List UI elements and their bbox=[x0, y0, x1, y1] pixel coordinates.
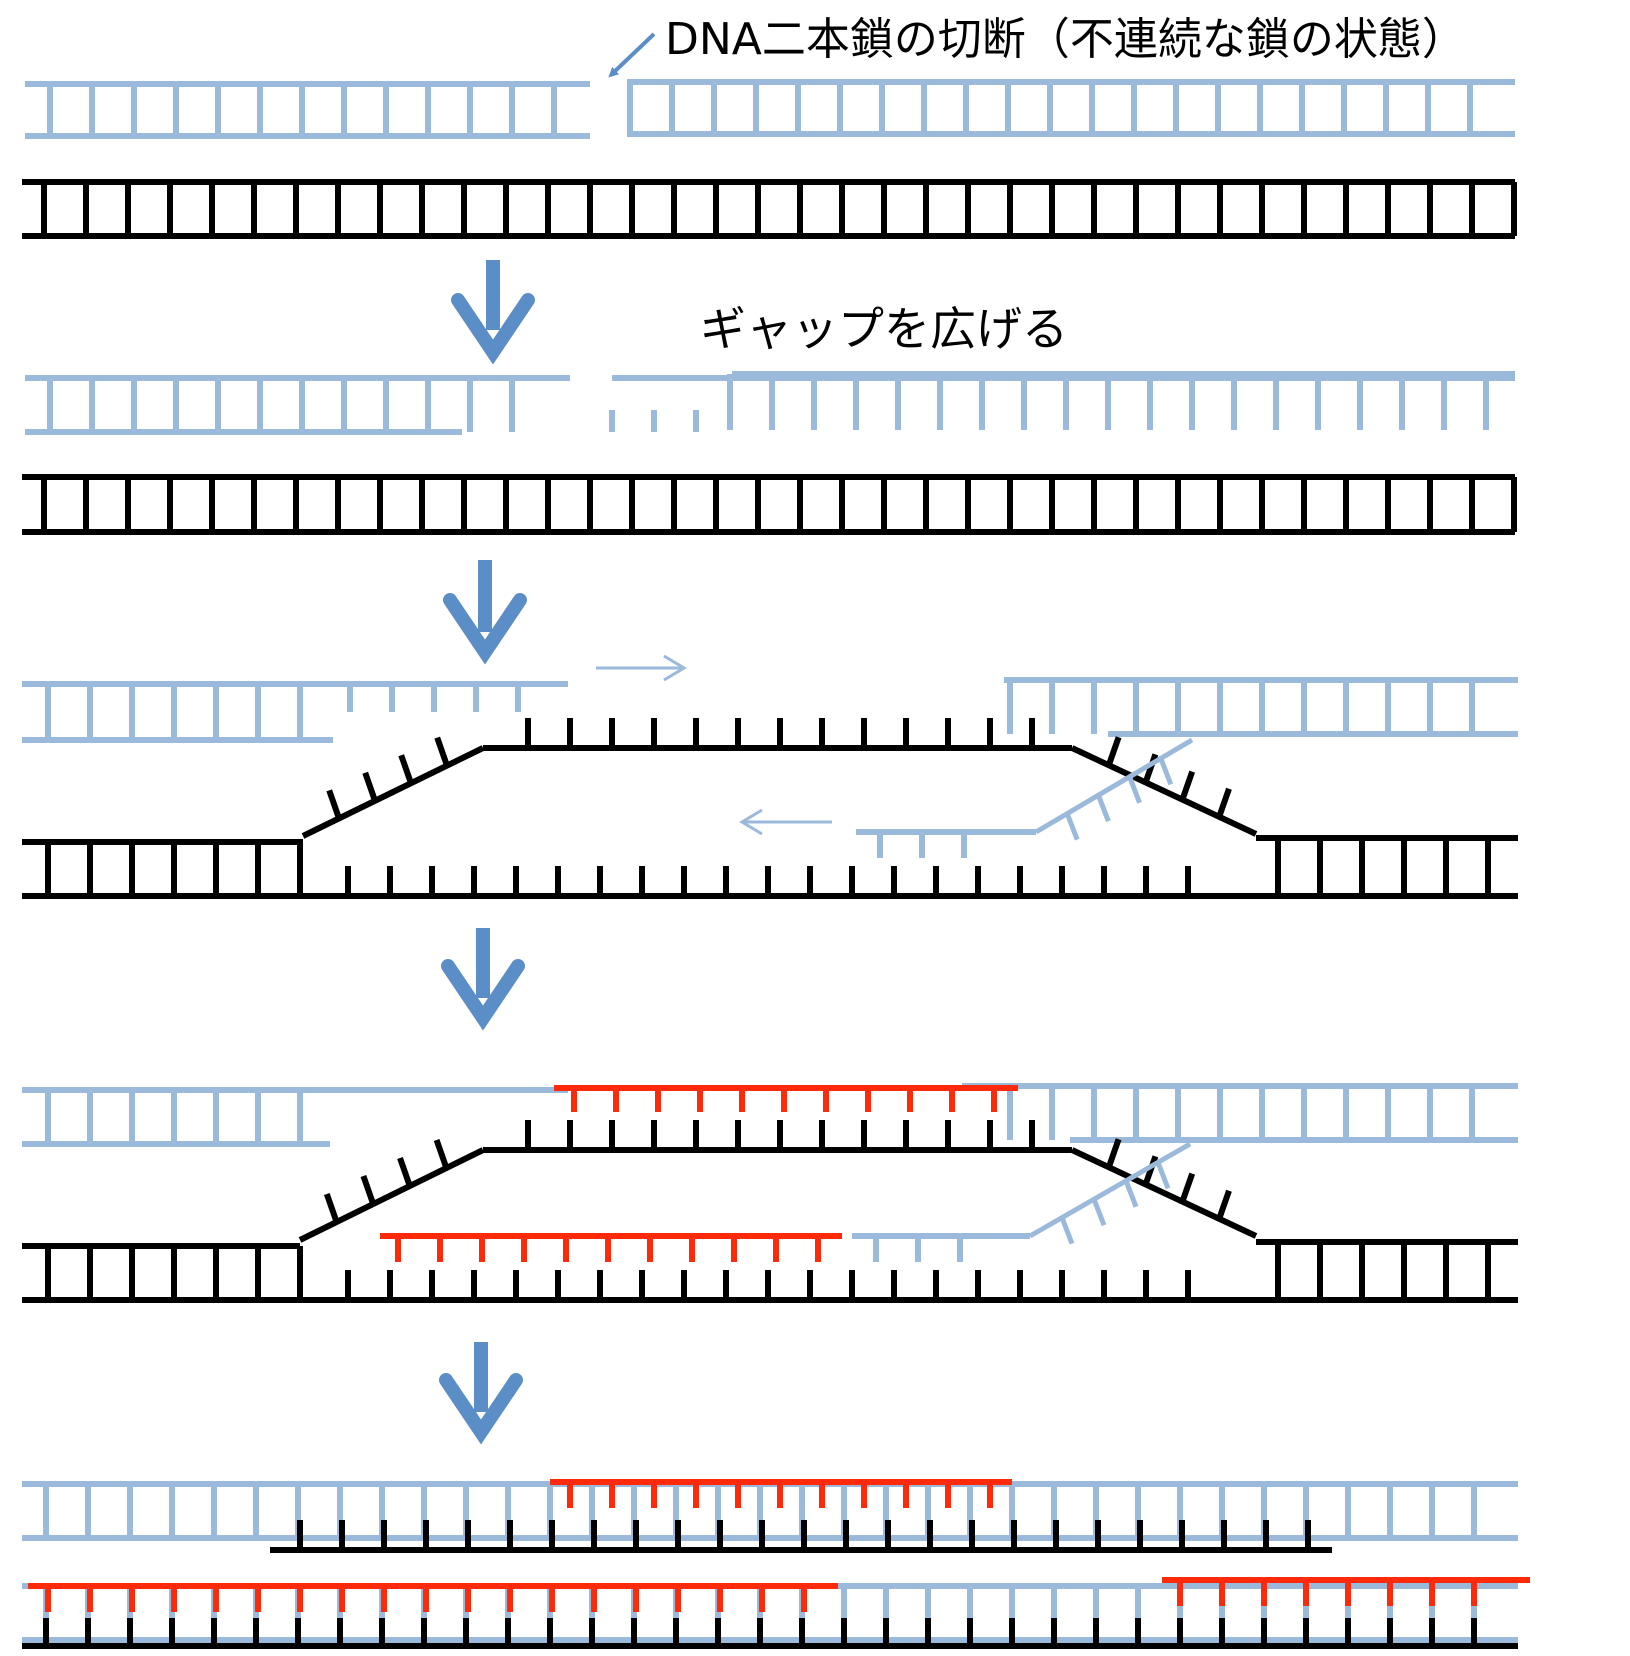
strand-backbone bbox=[298, 1147, 485, 1243]
base-tick bbox=[1091, 1198, 1107, 1227]
base-tick bbox=[1142, 1155, 1159, 1186]
base-tick bbox=[1064, 812, 1080, 841]
small-arrow-icon bbox=[596, 654, 687, 682]
base-tick bbox=[1216, 787, 1232, 818]
strand-backbone bbox=[1028, 1141, 1192, 1239]
strand-backbone bbox=[1070, 745, 1258, 837]
base-tick bbox=[1142, 753, 1159, 784]
base-tick bbox=[397, 1157, 413, 1187]
base-tick bbox=[1105, 1138, 1122, 1169]
base-tick bbox=[1123, 1179, 1139, 1208]
down-arrow-icon bbox=[443, 560, 527, 665]
base-tick bbox=[1179, 1172, 1196, 1203]
base-tick bbox=[326, 789, 342, 820]
base-tick bbox=[1155, 1161, 1171, 1190]
dna-strands bbox=[22, 79, 1530, 1649]
base-tick bbox=[1127, 775, 1142, 804]
base-tick bbox=[1059, 1216, 1075, 1245]
base-tick bbox=[1105, 736, 1122, 767]
base-tick bbox=[433, 1139, 450, 1169]
break-label: DNA二本鎖の切断（不連続な鎖の状態） bbox=[665, 14, 1466, 65]
down-arrow-icon bbox=[441, 928, 525, 1031]
base-tick bbox=[1216, 1189, 1232, 1220]
base-tick bbox=[1158, 757, 1174, 786]
base-tick bbox=[323, 1193, 340, 1223]
down-arrow-icon bbox=[439, 1342, 523, 1445]
small-arrow-icon bbox=[739, 808, 832, 836]
pointer-arrow-icon bbox=[608, 32, 656, 78]
strand-backbone bbox=[1070, 1147, 1258, 1239]
base-tick bbox=[1096, 794, 1111, 823]
base-tick bbox=[360, 1175, 377, 1205]
strand-backbone bbox=[301, 745, 485, 839]
base-tick bbox=[1179, 770, 1196, 801]
strand-backbone bbox=[1034, 737, 1194, 835]
base-tick bbox=[398, 754, 414, 785]
base-tick bbox=[434, 736, 450, 767]
widen-gap-label: ギャップを広げる bbox=[700, 302, 1068, 356]
down-arrow-icon bbox=[451, 260, 535, 365]
base-tick bbox=[362, 771, 378, 802]
